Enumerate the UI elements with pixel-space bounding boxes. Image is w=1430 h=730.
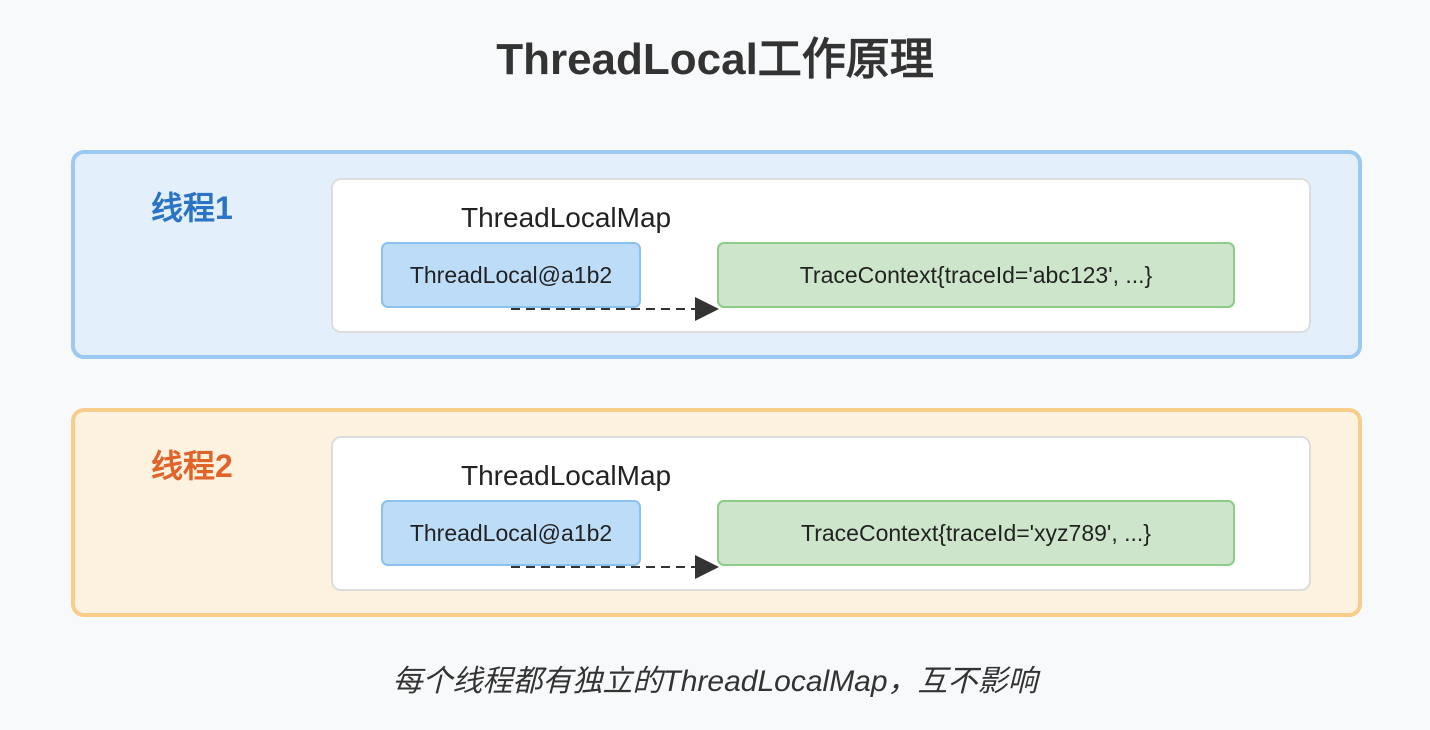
thread-1-threadlocalmap: ThreadLocalMap ThreadLocal@a1b2 TraceCon… (331, 178, 1311, 333)
thread-1-tracecontext-value: TraceContext{traceId='abc123', ...} (717, 242, 1235, 308)
diagram-caption: 每个线程都有独立的ThreadLocalMap，互不影响 (392, 665, 1038, 698)
thread-2-tracecontext-value: TraceContext{traceId='xyz789', ...} (717, 500, 1235, 566)
thread-2-threadlocalmap: ThreadLocalMap ThreadLocal@a1b2 TraceCon… (331, 436, 1311, 591)
thread-2-label: 线程2 (151, 448, 233, 484)
thread-2-threadlocal-key: ThreadLocal@a1b2 (381, 500, 641, 566)
thread-1-container: 线程1 ThreadLocalMap ThreadLocal@a1b2 Trac… (71, 150, 1362, 359)
thread-1-map-label: ThreadLocalMap (461, 202, 672, 233)
thread-2-dashed-arrow (511, 555, 719, 579)
thread-1-dashed-arrow (511, 297, 719, 321)
thread-1-threadlocal-key: ThreadLocal@a1b2 (381, 242, 641, 308)
thread-2-map-label: ThreadLocalMap (461, 460, 672, 491)
diagram-title: ThreadLocal工作原理 (496, 35, 934, 84)
thread-1-label: 线程1 (151, 190, 233, 226)
thread-2-container: 线程2 ThreadLocalMap ThreadLocal@a1b2 Trac… (71, 408, 1362, 617)
